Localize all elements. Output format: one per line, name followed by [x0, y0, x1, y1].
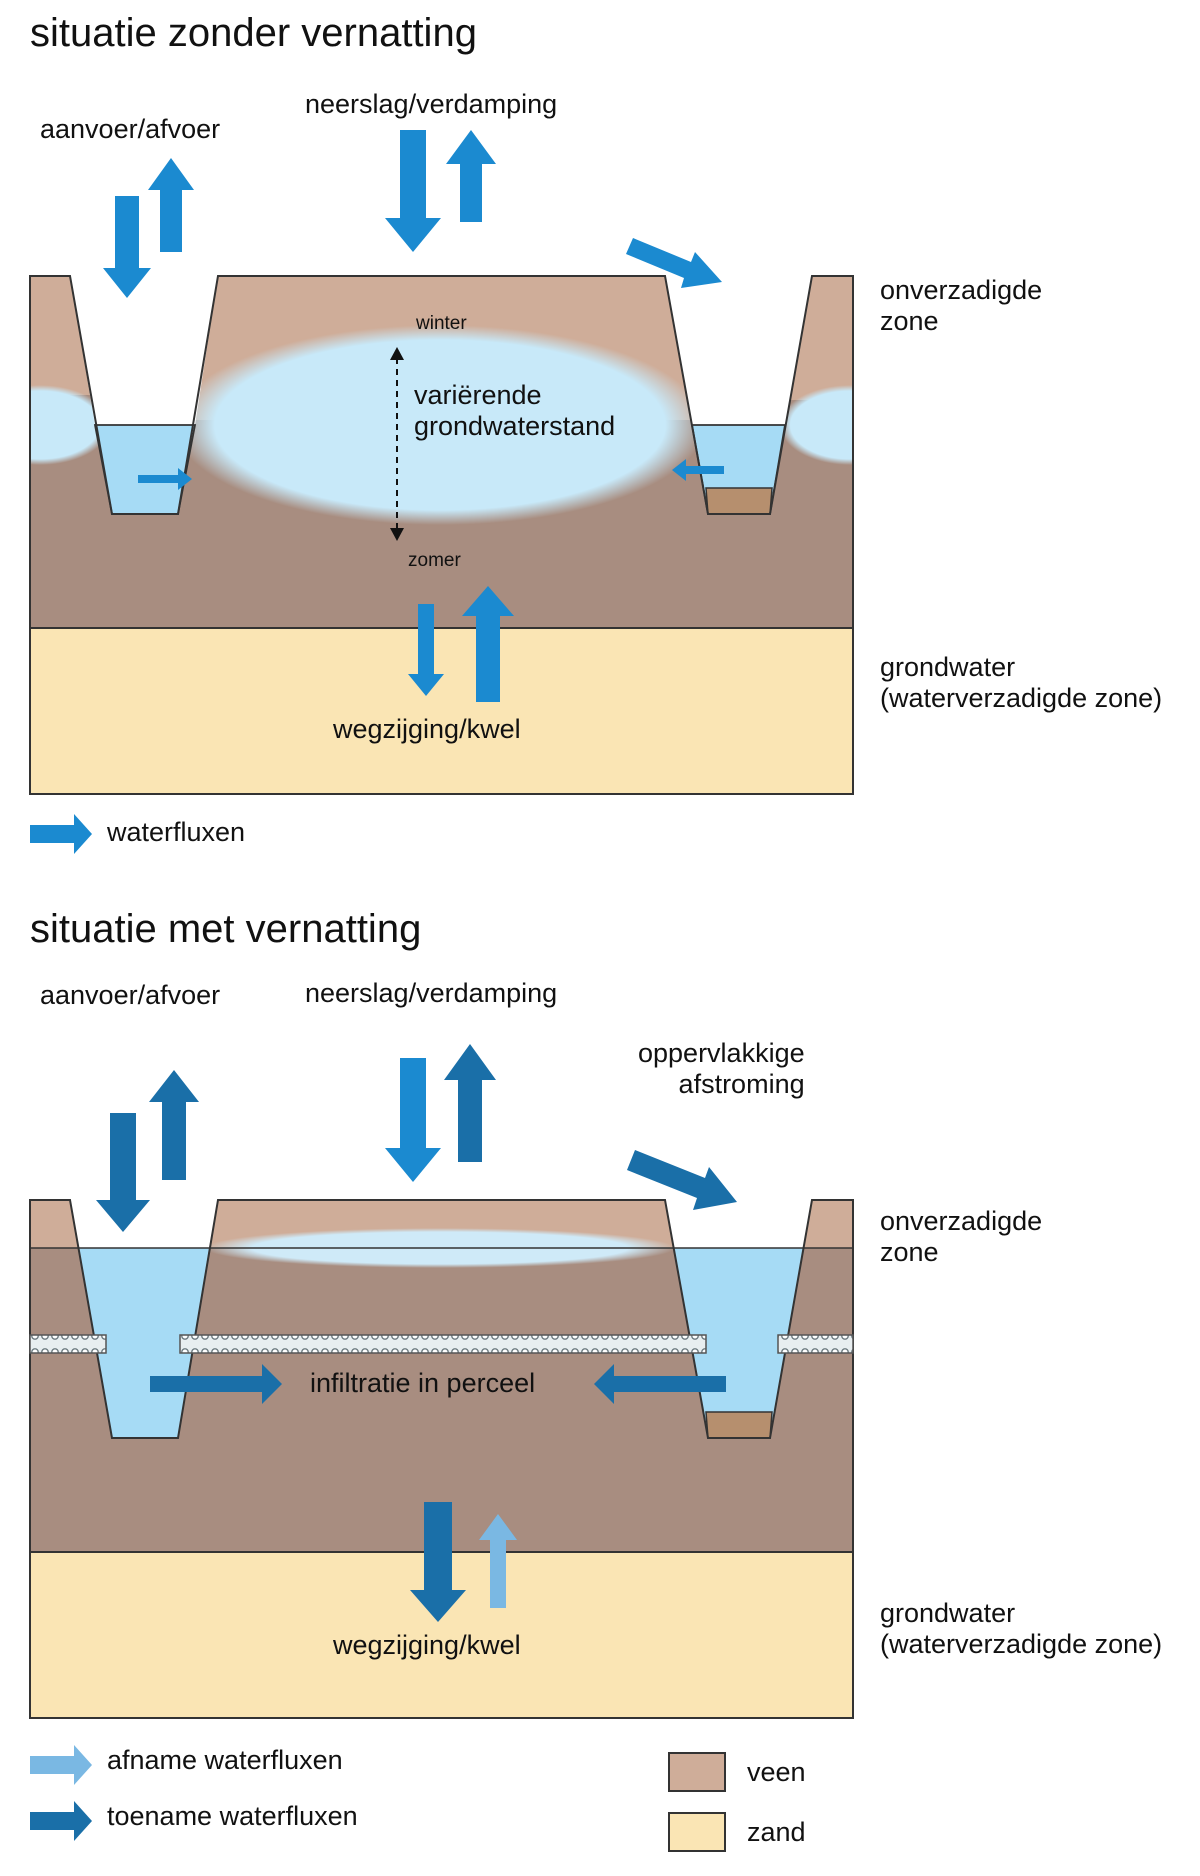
- bottom-label-grondwater: grondwater (waterverzadigde zone): [880, 1598, 1163, 1660]
- top-verdamping-up-arrow: [446, 130, 496, 222]
- top-label-neerslag: neerslag/verdamping: [305, 89, 558, 119]
- top-kwel-up-arrow: [462, 586, 514, 702]
- top-label-onverzadigde: onverzadigde zone: [880, 275, 1043, 337]
- legend-afname-arrow: [30, 1745, 92, 1785]
- bottom-wegzijging-down-arrow: [410, 1502, 466, 1622]
- infiltratie-left-arrow: [150, 1364, 282, 1404]
- label-varierende-grondwaterstand: variërende grondwaterstand: [414, 380, 616, 442]
- bottom-kwel-up-arrow: [479, 1514, 517, 1608]
- top-neerslag-down-arrow: [385, 130, 441, 252]
- bottom-verdamping-up-arrow: [444, 1044, 496, 1162]
- legend-veen-swatch: [668, 1752, 726, 1792]
- label-oppervlakkige-afstroming: oppervlakkige afstroming: [638, 1038, 805, 1100]
- top-label-grondwater: grondwater (waterverzadigde zone): [880, 652, 1163, 714]
- legend-toename-arrow: [30, 1801, 92, 1841]
- top-right-ditch-arrow: [672, 459, 724, 481]
- top-ditch-bottom-veen: [705, 487, 773, 515]
- legend-label-afname: afname waterfluxen: [107, 1745, 343, 1775]
- legend-waterflux-arrow: [30, 814, 92, 854]
- bottom-aanvoer-down-arrow: [96, 1113, 150, 1232]
- top-cross-section: [29, 130, 854, 854]
- top-sand-layer: [30, 628, 853, 794]
- bottom-flux-arrows: [30, 1044, 737, 1841]
- legend-zand-swatch: [668, 1812, 726, 1852]
- top-runoff-arrow: [626, 238, 722, 288]
- bottom-neerslag-down-arrow: [385, 1058, 441, 1182]
- bottom-cross-section: [29, 1044, 854, 1841]
- top-wegzijging-down-arrow: [408, 604, 444, 696]
- top-afvoer-up-arrow: [148, 158, 194, 252]
- legend-label-toename: toename waterfluxen: [107, 1801, 358, 1831]
- bottom-label-wegzijging: wegzijging/kwel: [333, 1630, 521, 1660]
- bottom-label-aanvoer: aanvoer/afvoer: [40, 980, 221, 1010]
- top-flux-arrows: [30, 130, 724, 854]
- drainage-pipes: [29, 1334, 854, 1354]
- top-label-wegzijging: wegzijging/kwel: [333, 714, 521, 744]
- top-label-aanvoer: aanvoer/afvoer: [40, 114, 221, 144]
- top-left-ditch-arrow: [138, 468, 192, 490]
- label-winter: winter: [416, 313, 467, 334]
- top-groundwater-lens: [175, 325, 705, 525]
- bottom-ditch-bottom-veen: [705, 1411, 773, 1439]
- top-aanvoer-down-arrow: [103, 196, 151, 298]
- bottom-afvoer-up-arrow: [149, 1070, 199, 1180]
- legend-label-zand: zand: [747, 1817, 806, 1847]
- legend-label-veen: veen: [747, 1757, 806, 1787]
- infiltratie-right-arrow: [594, 1364, 726, 1404]
- bottom-label-neerslag: neerslag/verdamping: [305, 978, 558, 1008]
- bottom-runoff-arrow: [627, 1150, 737, 1210]
- label-infiltratie-in-perceel: infiltratie in perceel: [310, 1368, 536, 1398]
- label-zomer: zomer: [408, 550, 461, 571]
- legend-label-waterfluxen: waterfluxen: [107, 817, 246, 847]
- bottom-title: situatie met vernatting: [30, 907, 422, 951]
- bottom-label-onverzadigde: onverzadigde zone: [880, 1206, 1043, 1268]
- top-title: situatie zonder vernatting: [30, 11, 477, 55]
